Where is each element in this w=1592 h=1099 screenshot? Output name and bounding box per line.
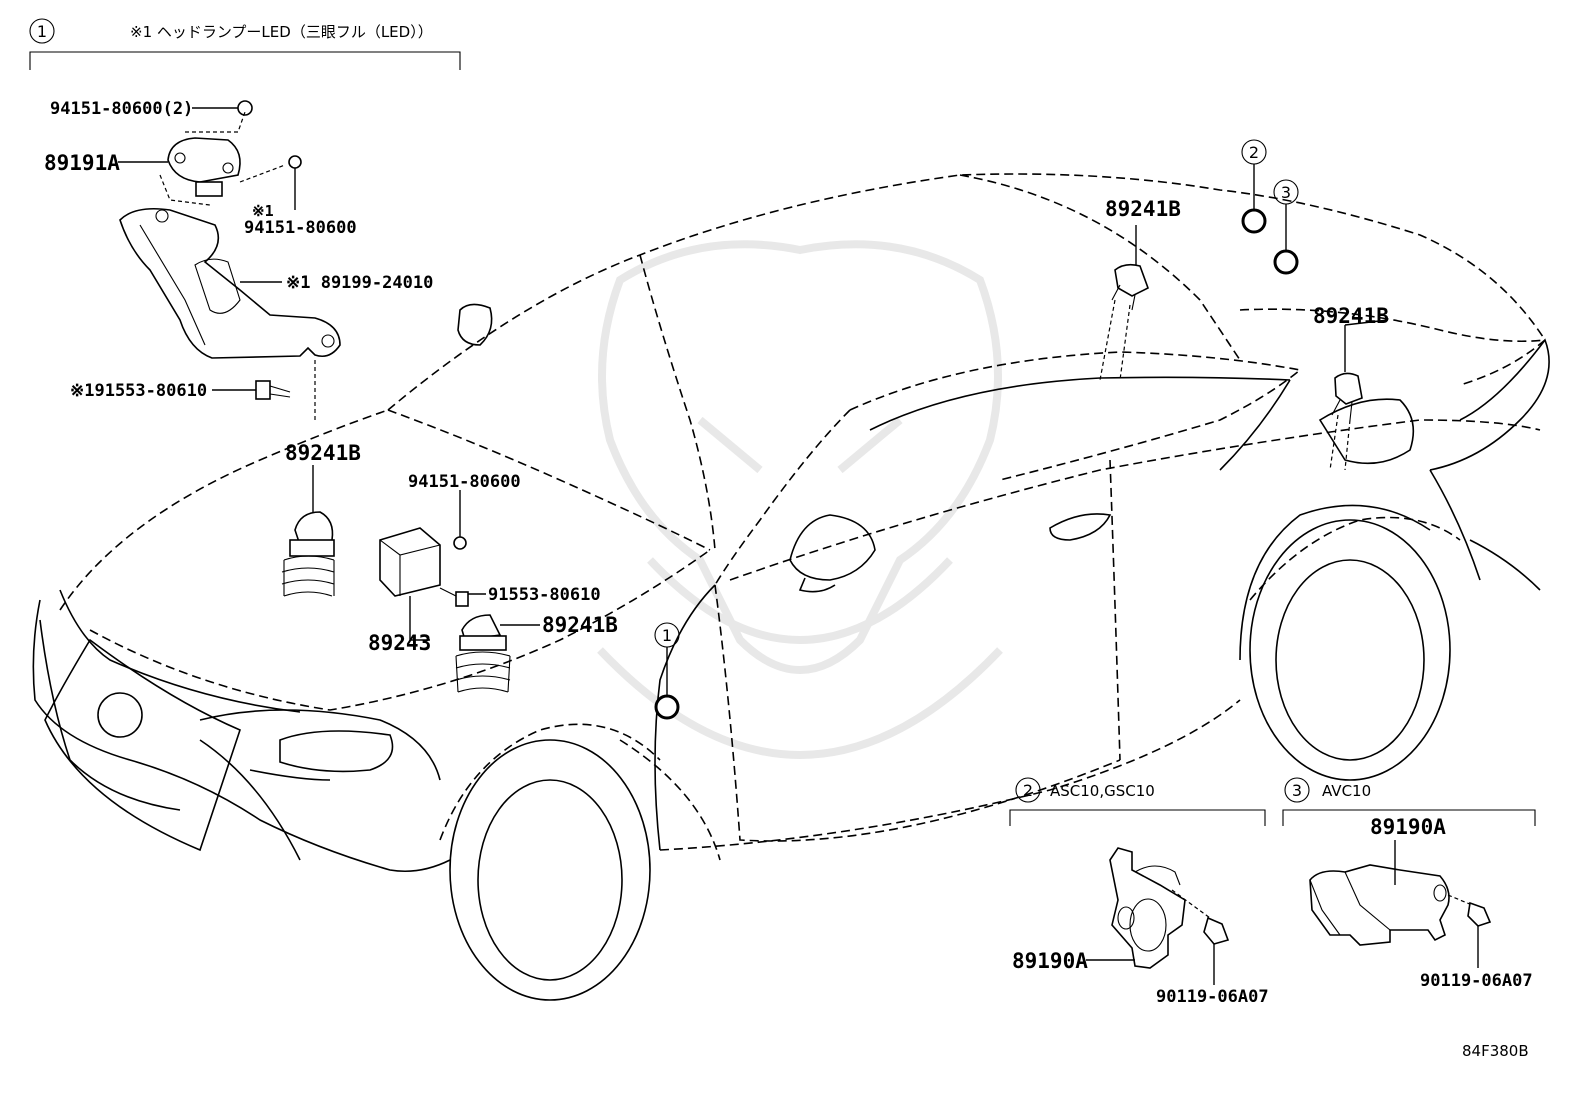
label-nut-note: ※1 (252, 202, 274, 220)
rear-right-height-sensor (1329, 319, 1389, 471)
label-sensor-front: 89191A (44, 151, 120, 175)
label-bolt-left: ※191553-80610 (70, 381, 207, 401)
label-nut-side: 94151-80600 (244, 218, 357, 238)
front-height-sensor-assembly (118, 100, 341, 420)
svg-text:3: 3 (1292, 781, 1302, 800)
part-labels: 94151-80600(2) 89191A ※1 94151-80600 ※1 … (44, 99, 1533, 1060)
label-bolt-ecu: 91553-80610 (488, 585, 601, 605)
label-sensor-front-left: 89241B (285, 441, 361, 465)
car-body (59, 173, 1546, 861)
label-bolt-asc: 90119-06A07 (1156, 987, 1269, 1007)
section-2-header: 2 ASC10,GSC10 (1009, 777, 1266, 826)
section-1-number: 1 (37, 22, 47, 41)
section-3-header: 3 AVC10 (1282, 777, 1536, 826)
leveling-ecu (379, 490, 486, 641)
marker-1: 1 (654, 622, 680, 720)
label-nut-ecu: 94151-80600 (408, 472, 521, 492)
rear-left-height-sensor (1099, 225, 1149, 381)
section-1-header: 1 ※1 ヘッドランプーLED（三眼フル（LED）） (29, 18, 461, 70)
section-1-caption: ※1 ヘッドランプーLED（三眼フル（LED）） (130, 23, 433, 41)
label-bracket: ※1 89199-24010 (286, 273, 433, 293)
marker-2: 2 (1241, 139, 1267, 234)
front-right-height-sensor (455, 614, 540, 693)
rear-height-sensor-avc (1309, 840, 1492, 968)
svg-text:3: 3 (1281, 183, 1291, 202)
label-bolt-avc: 90119-06A07 (1420, 971, 1533, 991)
label-sensor-rear-left: 89241B (1105, 197, 1181, 221)
svg-text:2: 2 (1249, 143, 1259, 162)
label-sensor-rear-asc: 89190A (1012, 949, 1088, 973)
watermark-logo (597, 240, 1003, 759)
front-left-height-sensor (281, 465, 335, 597)
label-nut-top: 94151-80600(2) (50, 99, 193, 119)
rear-height-sensor-asc (1086, 847, 1230, 985)
svg-text:1: 1 (662, 626, 672, 645)
car-outline (32, 303, 1550, 1001)
section-3-caption: AVC10 (1322, 782, 1371, 800)
label-sensor-front-right: 89241B (542, 613, 618, 637)
label-sensor-rear-right: 89241B (1313, 304, 1389, 328)
label-sensor-rear-avc: 89190A (1370, 815, 1446, 839)
label-ecu: 89243 (368, 631, 431, 655)
section-2-caption: ASC10,GSC10 (1050, 782, 1155, 800)
diagram-id: 84F380B (1462, 1042, 1529, 1060)
svg-text:2: 2 (1023, 781, 1033, 800)
marker-3: 3 (1273, 179, 1299, 275)
